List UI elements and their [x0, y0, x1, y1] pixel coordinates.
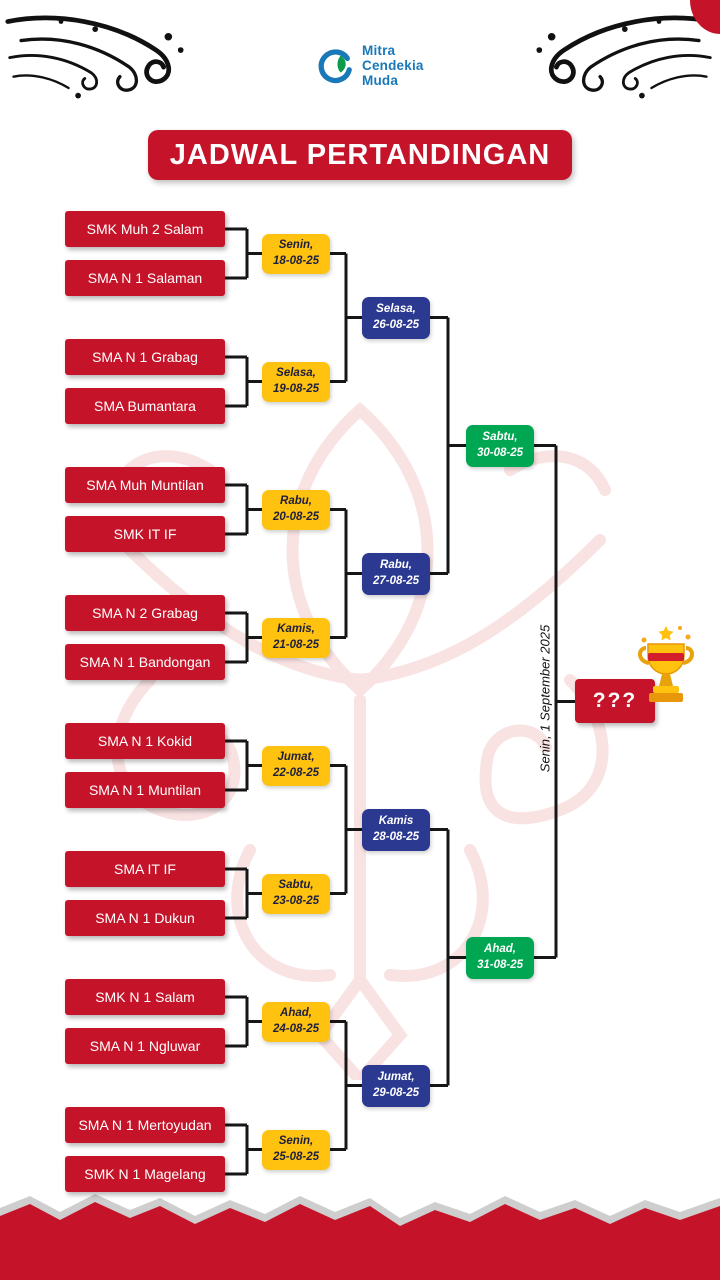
- match-date: 26-08-25: [372, 318, 420, 331]
- team-box: SMK N 1 Magelang: [65, 1156, 225, 1192]
- match-day: Rabu,: [380, 558, 412, 571]
- round2-date-box: Kamis 28-08-25: [362, 808, 430, 851]
- round2-date-box: Jumat, 29-08-25: [362, 1064, 430, 1107]
- match-date: 20-08-25: [272, 510, 320, 523]
- match-day: Jumat,: [277, 750, 315, 763]
- semifinal-date-box: Ahad, 31-08-25: [466, 936, 534, 979]
- brand-line: Cendekia: [362, 57, 424, 73]
- match-day: Jumat,: [377, 1070, 415, 1083]
- match-date-box: Rabu, 20-08-25: [262, 489, 330, 530]
- trophy-icon: [638, 626, 694, 702]
- match-day: Kamis: [378, 814, 414, 827]
- match-date: 18-08-25: [272, 254, 320, 267]
- match-date: 21-08-25: [272, 638, 320, 651]
- torn-paper-edge: [0, 1194, 720, 1280]
- brand-line: Muda: [362, 72, 399, 88]
- flourish-left-icon: [5, 15, 184, 99]
- match-date: 30-08-25: [476, 446, 524, 459]
- team-box: SMA N 1 Mertoyudan: [65, 1107, 225, 1143]
- match-day: Senin,: [278, 238, 314, 251]
- match-date-box: Kamis, 21-08-25: [262, 617, 330, 658]
- match-date: 25-08-25: [272, 1150, 320, 1163]
- brand-name: Mitra Cendekia Muda: [362, 43, 424, 89]
- team-box: SMK Muh 2 Salam: [65, 211, 225, 247]
- match-day: Selasa,: [276, 366, 316, 379]
- team-box: SMA N 2 Grabag: [65, 595, 225, 631]
- semifinal-date-box: Sabtu, 30-08-25: [466, 424, 534, 467]
- match-day: Ahad,: [280, 1006, 312, 1019]
- logo-icon: [318, 49, 352, 84]
- team-box: SMA Bumantara: [65, 388, 225, 424]
- match-date: 27-08-25: [372, 574, 420, 587]
- match-day: Kamis,: [277, 622, 315, 635]
- match-date-box: Sabtu, 23-08-25: [262, 873, 330, 914]
- brand-logo: Mitra Cendekia Muda: [316, 43, 424, 89]
- team-box: SMA IT IF: [65, 851, 225, 887]
- flourish-right-icon: [536, 15, 715, 99]
- champion-box: ???: [575, 679, 655, 723]
- round2-date-box: Rabu, 27-08-25: [362, 552, 430, 595]
- match-date: 28-08-25: [372, 830, 420, 843]
- match-day: Ahad,: [484, 942, 516, 955]
- match-date: 24-08-25: [272, 1022, 320, 1035]
- team-box: SMK N 1 Salam: [65, 979, 225, 1015]
- team-box: SMA N 1 Muntilan: [65, 772, 225, 808]
- match-day: Selasa,: [376, 302, 416, 315]
- team-box: SMA N 1 Dukun: [65, 900, 225, 936]
- match-date-box: Selasa, 19-08-25: [262, 361, 330, 402]
- team-box: SMA N 1 Bandongan: [65, 644, 225, 680]
- round2-date-box: Selasa, 26-08-25: [362, 296, 430, 339]
- team-box: SMA N 1 Salaman: [65, 260, 225, 296]
- team-box: SMA N 1 Kokid: [65, 723, 225, 759]
- match-date: 29-08-25: [372, 1086, 420, 1099]
- brand-line: Mitra: [362, 43, 396, 58]
- match-date-box: Jumat, 22-08-25: [262, 745, 330, 786]
- match-date: 22-08-25: [272, 766, 320, 779]
- match-date-box: Ahad, 24-08-25: [262, 1001, 330, 1042]
- page-title: JADWAL PERTANDINGAN: [169, 138, 551, 171]
- title-banner: JADWAL PERTANDINGAN: [148, 130, 572, 180]
- match-date-box: Senin, 18-08-25: [262, 233, 330, 274]
- match-date: 31-08-25: [476, 958, 524, 971]
- match-date-box: Senin, 25-08-25: [262, 1129, 330, 1170]
- match-day: Sabtu,: [482, 430, 518, 443]
- team-box: SMA Muh Muntilan: [65, 467, 225, 503]
- match-date: 19-08-25: [272, 382, 320, 395]
- team-box: SMA N 1 Grabag: [65, 339, 225, 375]
- match-day: Senin,: [278, 1134, 314, 1147]
- match-day: Rabu,: [280, 494, 312, 507]
- match-day: Sabtu,: [278, 878, 314, 891]
- team-box: SMK IT IF: [65, 516, 225, 552]
- final-schedule-label: Senin, 1 September 2025: [537, 624, 553, 773]
- team-box: SMA N 1 Ngluwar: [65, 1028, 225, 1064]
- match-date: 23-08-25: [272, 894, 320, 907]
